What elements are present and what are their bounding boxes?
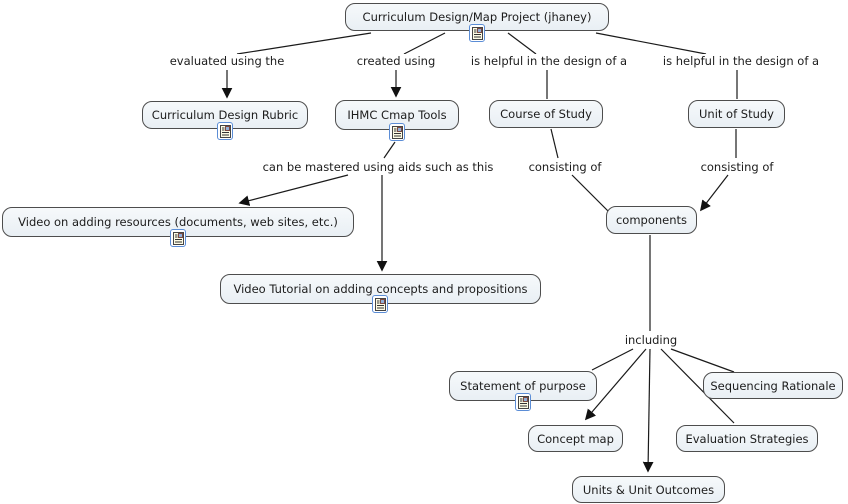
concept-unit-of-study[interactable]: Unit of Study	[688, 100, 785, 128]
concept-label: IHMC Cmap Tools	[347, 108, 447, 122]
resource-icon[interactable]	[515, 393, 531, 411]
concept-label: Statement of purpose	[460, 379, 586, 393]
document-resource-icon	[219, 124, 231, 138]
link-line	[591, 348, 634, 371]
document-resource-icon	[471, 26, 483, 40]
concept-label: Concept map	[537, 431, 614, 446]
document-resource-icon	[172, 231, 184, 245]
resource-icon[interactable]	[217, 122, 233, 140]
link-line	[550, 128, 559, 159]
concept-course-of-study[interactable]: Course of Study	[489, 100, 603, 128]
concept-statement-of-purpose[interactable]: Statement of purpose	[449, 371, 597, 401]
concept-concept-map[interactable]: Concept map	[528, 425, 623, 452]
concept-label: Sequencing Rationale	[710, 378, 836, 393]
document-resource-icon	[391, 125, 403, 139]
resource-icon[interactable]	[170, 229, 186, 247]
link-line	[571, 174, 609, 212]
concept-sequencing-rationale[interactable]: Sequencing Rationale	[703, 372, 843, 399]
link-arrow	[238, 174, 349, 206]
resource-icon[interactable]	[372, 295, 388, 313]
linking-phrase-helpful-design-2[interactable]: is helpful in the design of a	[660, 54, 822, 68]
link-line	[507, 32, 537, 55]
concept-label: Units & Unit Outcomes	[582, 482, 715, 497]
linking-phrase-including[interactable]: including	[622, 333, 680, 347]
document-resource-icon	[517, 395, 529, 409]
resource-icon[interactable]	[469, 24, 485, 42]
concept-label: Curriculum Design/Map Project (jhaney)	[362, 10, 592, 24]
concept-label: Course of Study	[500, 107, 592, 121]
link-line	[236, 32, 372, 55]
link-line	[660, 348, 735, 424]
concept-label: Evaluation Strategies	[685, 431, 809, 446]
link-arrow	[642, 348, 654, 473]
linking-phrase-consisting-of-2[interactable]: consisting of	[698, 160, 776, 174]
linking-phrase-mastered-using-aids[interactable]: can be mastered using aids such as this	[260, 160, 496, 174]
linking-phrase-evaluated-using[interactable]: evaluated using the	[167, 54, 287, 68]
link-line	[383, 141, 396, 159]
link-line	[595, 32, 707, 55]
concept-label: Curriculum Design Rubric	[151, 108, 299, 122]
concept-label: Video on adding resources (documents, we…	[18, 215, 338, 229]
concept-label: components	[615, 213, 688, 227]
link-line	[403, 32, 446, 55]
concept-units-unit-outcomes[interactable]: Units & Unit Outcomes	[572, 476, 725, 503]
concept-label: Video Tutorial on adding concepts and pr…	[233, 282, 528, 296]
link-arrow	[584, 348, 647, 421]
resource-icon[interactable]	[389, 123, 405, 141]
linking-phrase-created-using[interactable]: created using	[354, 54, 438, 68]
linking-phrase-consisting-of-1[interactable]: consisting of	[526, 160, 604, 174]
concept-label: Unit of Study	[698, 107, 774, 121]
linking-phrase-helpful-design-1[interactable]: is helpful in the design of a	[468, 54, 630, 68]
link-arrow	[700, 174, 729, 212]
concept-components[interactable]: components	[606, 206, 697, 234]
concept-evaluation-strategies[interactable]: Evaluation Strategies	[676, 425, 818, 452]
document-resource-icon	[374, 297, 386, 311]
link-line	[670, 348, 735, 373]
